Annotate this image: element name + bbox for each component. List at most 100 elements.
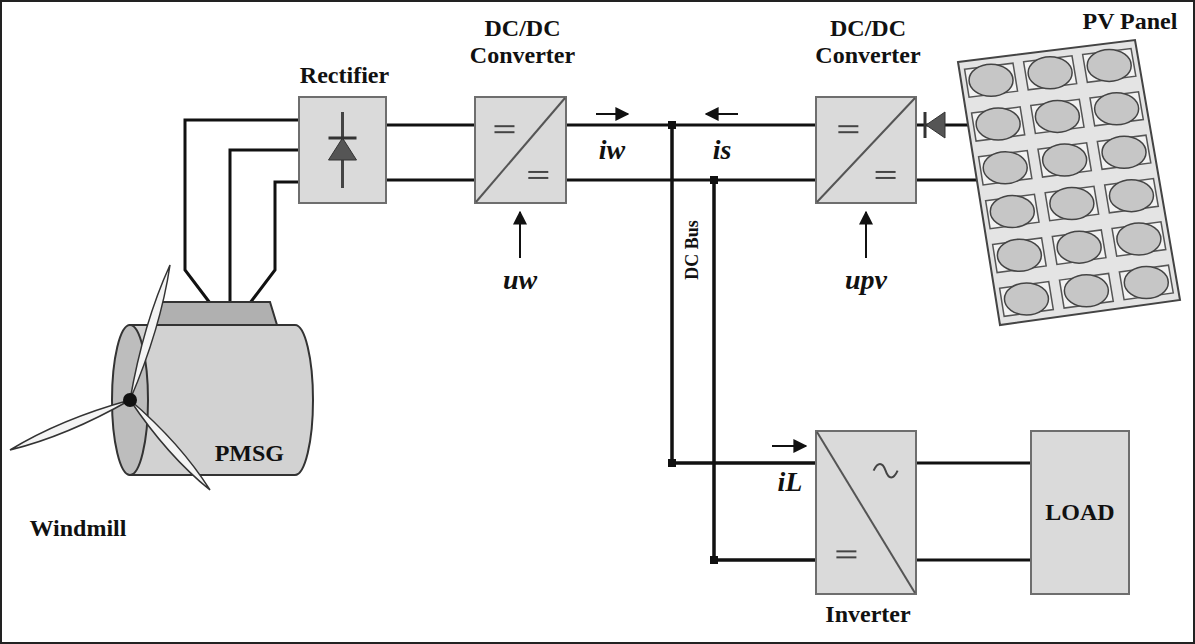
current-arrow (596, 113, 628, 115)
wire (917, 463, 1030, 560)
solar-cell (1000, 282, 1054, 317)
solar-cell (972, 107, 1025, 141)
solar-cell-disc (976, 108, 1020, 140)
diode-bar (924, 112, 927, 138)
diode-symbol (926, 112, 945, 138)
dc-symbol (876, 171, 896, 173)
solar-cell-disc (983, 152, 1027, 184)
dc-symbol (876, 177, 896, 179)
junction-dot (710, 556, 718, 564)
inverter-diagonal (817, 432, 915, 593)
converter-diagonal (476, 98, 565, 202)
turbine-blade (130, 265, 170, 400)
solar-cell (1052, 230, 1106, 265)
solar-cell (1105, 179, 1159, 213)
solar-cell (986, 194, 1039, 228)
converter-diagonal (817, 98, 915, 202)
solar-cell (979, 151, 1032, 185)
diode-bar (329, 137, 357, 140)
solar-cell-disc (997, 239, 1041, 271)
solar-cell (1112, 222, 1166, 256)
solar-cell (1045, 186, 1098, 220)
node-shape (817, 432, 915, 593)
diode-symbol (329, 138, 357, 160)
solar-cell (993, 238, 1047, 273)
wire (387, 125, 474, 180)
solar-cell (1060, 273, 1114, 308)
load-box: LOAD (1030, 430, 1130, 595)
voltage-label: uw (503, 265, 537, 296)
voltage-arrow (865, 212, 867, 258)
node-shape (817, 98, 915, 202)
solar-cell-disc (1095, 93, 1139, 125)
voltage-label: upv (845, 265, 887, 296)
current-arrow (772, 445, 806, 447)
dc-symbol (836, 556, 856, 558)
solar-cell (1097, 135, 1150, 169)
solar-cell-disc (1102, 136, 1146, 168)
solar-cell-disc (1124, 266, 1168, 298)
inverter-box: Inverter (815, 430, 917, 595)
dc-symbol (838, 131, 858, 133)
solar-cell-disc (1050, 188, 1094, 220)
dc-symbol (836, 550, 856, 552)
node-heading: DC/DC Converter (448, 15, 598, 68)
solar-cell (1119, 265, 1173, 300)
ac-symbol (874, 464, 898, 478)
node-shape (476, 98, 565, 202)
current-label: iL (778, 467, 803, 498)
solar-cell-disc (1087, 49, 1131, 81)
solar-cell-disc (1117, 223, 1161, 255)
solar-cell-disc (990, 195, 1034, 227)
dc-symbol (838, 125, 858, 127)
solar-cell (1090, 92, 1143, 126)
terminal-box (153, 302, 277, 325)
dc-symbol (494, 125, 514, 127)
converter-box: DC/DC Converter (815, 96, 917, 204)
node-shape (950, 36, 1185, 331)
solar-cell-disc (1057, 231, 1101, 263)
junction-dot (668, 459, 676, 467)
bus-label: DC Bus (683, 220, 703, 280)
junction-dot (668, 121, 676, 129)
node-shape (300, 98, 385, 202)
rectifier-box: Rectifier (298, 96, 387, 204)
wire (567, 125, 815, 560)
solar-cell (1038, 143, 1091, 177)
pv-panel: PV Panel (950, 36, 1185, 331)
current-label: is (713, 135, 732, 166)
solar-cell (1083, 48, 1136, 82)
current-arrow (706, 113, 738, 115)
dc-symbol (528, 171, 548, 173)
wire (185, 120, 298, 303)
turbine-blade (10, 400, 130, 450)
component-label: Windmill (30, 515, 127, 541)
wire (672, 125, 815, 560)
junction-dot (710, 176, 718, 184)
solar-cell-disc (1035, 100, 1079, 132)
node-label: LOAD (1045, 499, 1114, 525)
turbine-blade (130, 400, 210, 490)
solar-cell (1024, 56, 1077, 90)
generator-body (130, 325, 313, 475)
solar-cell-disc (1043, 144, 1087, 176)
generator: PMSG (105, 280, 320, 490)
dc-symbol (494, 131, 514, 133)
current-label: iw (599, 135, 625, 166)
node-heading: Inverter (798, 601, 938, 627)
node-heading: Rectifier (275, 62, 415, 88)
panel-frame (958, 40, 1180, 325)
solar-cell-disc (1004, 283, 1048, 315)
turbine-hub (123, 393, 137, 407)
solar-cell-disc (1028, 57, 1072, 89)
solar-cell-disc (969, 64, 1013, 96)
node-shape (105, 280, 320, 490)
converter-box: DC/DC Converter (474, 96, 567, 204)
solar-cell (1031, 99, 1084, 133)
solar-cell (965, 63, 1018, 97)
solar-cell-disc (1109, 180, 1153, 212)
node-heading: PV Panel (1070, 8, 1190, 34)
